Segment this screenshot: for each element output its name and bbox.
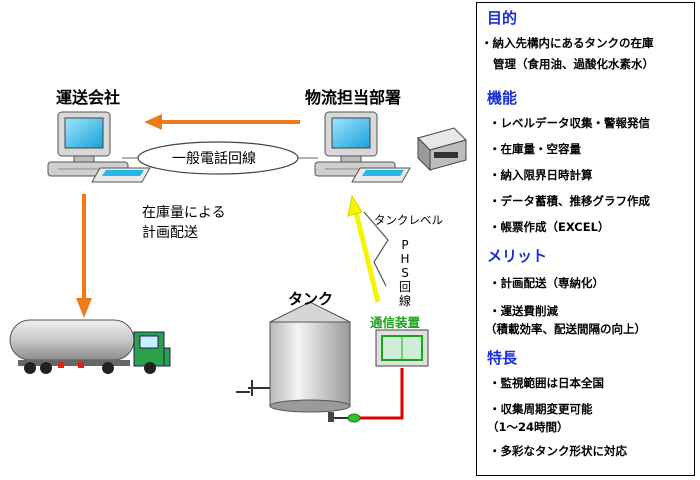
info-panel: 目的 ・納入先構内にあるタンクの在庫 管理（食用油、過酸化水素水） 機能 ・レベ… <box>476 2 695 476</box>
features-item: ・多彩なタンク形状に対応 <box>489 444 627 458</box>
tank-level-arrow <box>347 194 381 303</box>
features-item: ・収集周期変更可能 <box>489 402 593 416</box>
purpose-item: ・納入先構内にあるタンクの在庫 <box>481 36 654 50</box>
phs-char: H <box>400 252 410 266</box>
dispatch-arrow <box>144 114 300 130</box>
company-computer-icon <box>47 111 151 183</box>
features-title: 特長 <box>487 349 518 367</box>
merits-item: ・計画配送（専納化） <box>489 276 604 290</box>
phs-char: 線 <box>398 294 411 308</box>
functions-item: ・データ蓄積、推移グラフ作成 <box>489 194 650 208</box>
functions-item: ・帳票作成（EXCEL） <box>489 220 610 234</box>
functions-item: ・在庫量・空容量 <box>489 142 581 156</box>
purpose-item: 管理（食用油、過酸化水素水） <box>493 57 654 71</box>
plan-label-line1: 在庫量による <box>142 205 226 221</box>
phone-line-link <box>122 141 318 175</box>
logistics-computer-icon <box>314 111 411 183</box>
comm-device-label: 通信装置 <box>370 315 421 330</box>
logistics-label: 物流担当部署 <box>305 88 402 107</box>
merits-item: （積載効率、配送間隔の向上） <box>485 322 646 336</box>
functions-title: 機能 <box>487 89 518 107</box>
merits-item: ・運送費削減 <box>489 304 558 318</box>
storage-tank-icon <box>236 301 361 423</box>
phs-label: P H S 回 線 <box>398 238 412 308</box>
phs-char: 回 <box>398 280 411 294</box>
purpose-title: 目的 <box>487 9 518 27</box>
phs-line <box>363 211 389 287</box>
functions-item: ・納入限界日時計算 <box>489 168 593 182</box>
phone-line-label: 一般電話回線 <box>172 151 256 167</box>
printer-icon <box>417 127 467 172</box>
features-item: ・監視範囲は日本全国 <box>489 376 604 390</box>
phs-char: P <box>401 238 409 252</box>
tank-level-label: タンクレベル <box>374 213 443 227</box>
phs-char: S <box>401 266 409 280</box>
features-item: （1～24時間） <box>487 420 569 434</box>
comm-device-icon <box>375 329 429 367</box>
tank-truck-icon <box>9 319 171 374</box>
system-diagram <box>9 111 467 423</box>
tank-label: タンク <box>288 290 334 308</box>
merits-title: メリット <box>487 247 548 265</box>
company-label: 運送会社 <box>56 88 121 107</box>
signal-cable <box>360 368 404 420</box>
functions-item: ・レベルデータ収集・警報発信 <box>489 116 650 130</box>
plan-label-line2: 計画配送 <box>142 225 198 241</box>
delivery-arrow <box>76 194 92 318</box>
